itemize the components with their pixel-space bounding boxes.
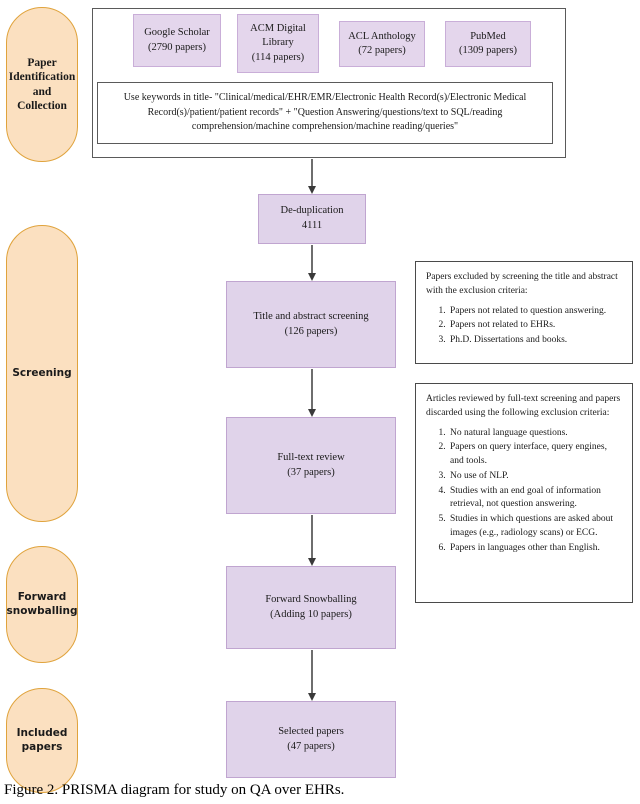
source-count: (114 papers) — [251, 51, 305, 63]
exclusion-note-intro: Articles reviewed by full-text screening… — [426, 394, 621, 418]
exclusion-note-full-text: Articles reviewed by full-text screening… — [415, 383, 633, 603]
flow-box-title: Title and abstract screening — [253, 310, 369, 322]
source-count: (2790 papers) — [147, 41, 207, 53]
arrow-snowballing-to-selected — [311, 650, 313, 694]
stage-pill-screening-label: Screening — [12, 366, 72, 379]
exclusion-criteria-item: No natural language questions. — [448, 427, 622, 441]
source-name: PubMed — [470, 30, 506, 42]
flow-box-title: Forward Snowballing — [265, 593, 357, 605]
exclusion-criteria-list: Papers not related to question answering… — [426, 305, 622, 348]
flow-box-count: (126 papers) — [284, 325, 338, 337]
arrow-title-screening-to-fulltext — [311, 369, 313, 410]
flow-box-full-text-review: Full-text review (37 papers) — [226, 417, 396, 514]
stage-pill-screening: Screening — [6, 225, 78, 522]
flow-box-title: Selected papers — [278, 725, 344, 737]
arrow-identification-to-dedup — [311, 159, 313, 187]
arrow-fulltext-to-snowballing — [311, 515, 313, 559]
exclusion-criteria-item: Papers on query interface, query engines… — [448, 441, 622, 469]
flow-box-count: (37 papers) — [287, 466, 335, 478]
flow-box-forward-snowballing: Forward Snowballing (Adding 10 papers) — [226, 566, 396, 649]
source-box-pubmed: PubMed (1309 papers) — [445, 21, 531, 67]
exclusion-criteria-item: Papers not related to EHRs. — [448, 319, 622, 333]
flow-box-title: Full-text review — [277, 451, 345, 463]
exclusion-criteria-item: Papers not related to question answering… — [448, 305, 622, 319]
exclusion-note-intro: Papers excluded by screening the title a… — [426, 272, 618, 296]
source-count: (72 papers) — [358, 45, 406, 56]
keyword-query-box: Use keywords in title- "Clinical/medical… — [97, 82, 553, 144]
flow-box-count: 4111 — [301, 220, 323, 231]
flow-box-count: (47 papers) — [287, 740, 335, 752]
exclusion-criteria-item: Studies with an end goal of information … — [448, 485, 622, 513]
flow-box-count: (Adding 10 papers) — [270, 608, 352, 620]
exclusion-criteria-item: No use of NLP. — [448, 470, 622, 484]
source-name: Google Scholar — [144, 27, 210, 39]
exclusion-criteria-item: Studies in which questions are asked abo… — [448, 513, 622, 541]
keyword-query-text: Use keywords in title- "Clinical/medical… — [123, 92, 527, 133]
figure-caption: Figure 2. PRISMA diagram for study on QA… — [4, 782, 345, 798]
source-box-google-scholar: Google Scholar (2790 papers) — [133, 14, 221, 67]
source-box-acl-anthology: ACL Anthology (72 papers) — [339, 21, 425, 67]
arrow-dedup-to-title-screening — [311, 245, 313, 274]
exclusion-criteria-item: Papers in languages other than English. — [448, 542, 622, 556]
flow-box-title-and-abstract-screening: Title and abstract screening (126 papers… — [226, 281, 396, 368]
flow-box-title: De-duplication — [280, 205, 344, 217]
source-name: ACL Anthology — [348, 30, 416, 42]
exclusion-note-screening: Papers excluded by screening the title a… — [415, 261, 633, 364]
source-count: (1309 papers) — [458, 45, 518, 56]
flow-box-de-duplication: De-duplication 4111 — [258, 194, 366, 244]
flow-box-selected-papers: Selected papers (47 papers) — [226, 701, 396, 778]
exclusion-criteria-list: No natural language questions.Papers on … — [426, 427, 622, 556]
exclusion-criteria-item: Ph.D. Dissertations and books. — [448, 334, 622, 348]
